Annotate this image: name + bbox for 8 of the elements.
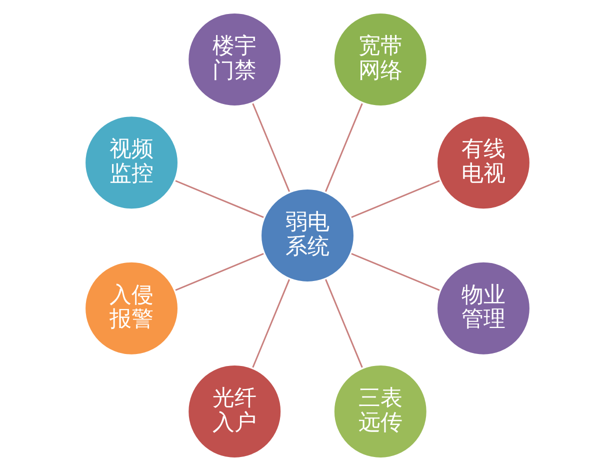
connector — [252, 279, 290, 368]
connector — [350, 180, 440, 218]
connector — [324, 103, 362, 192]
connector — [324, 279, 362, 368]
connector — [350, 253, 440, 291]
connector — [174, 253, 264, 291]
connector — [252, 103, 290, 192]
connector — [174, 180, 264, 218]
